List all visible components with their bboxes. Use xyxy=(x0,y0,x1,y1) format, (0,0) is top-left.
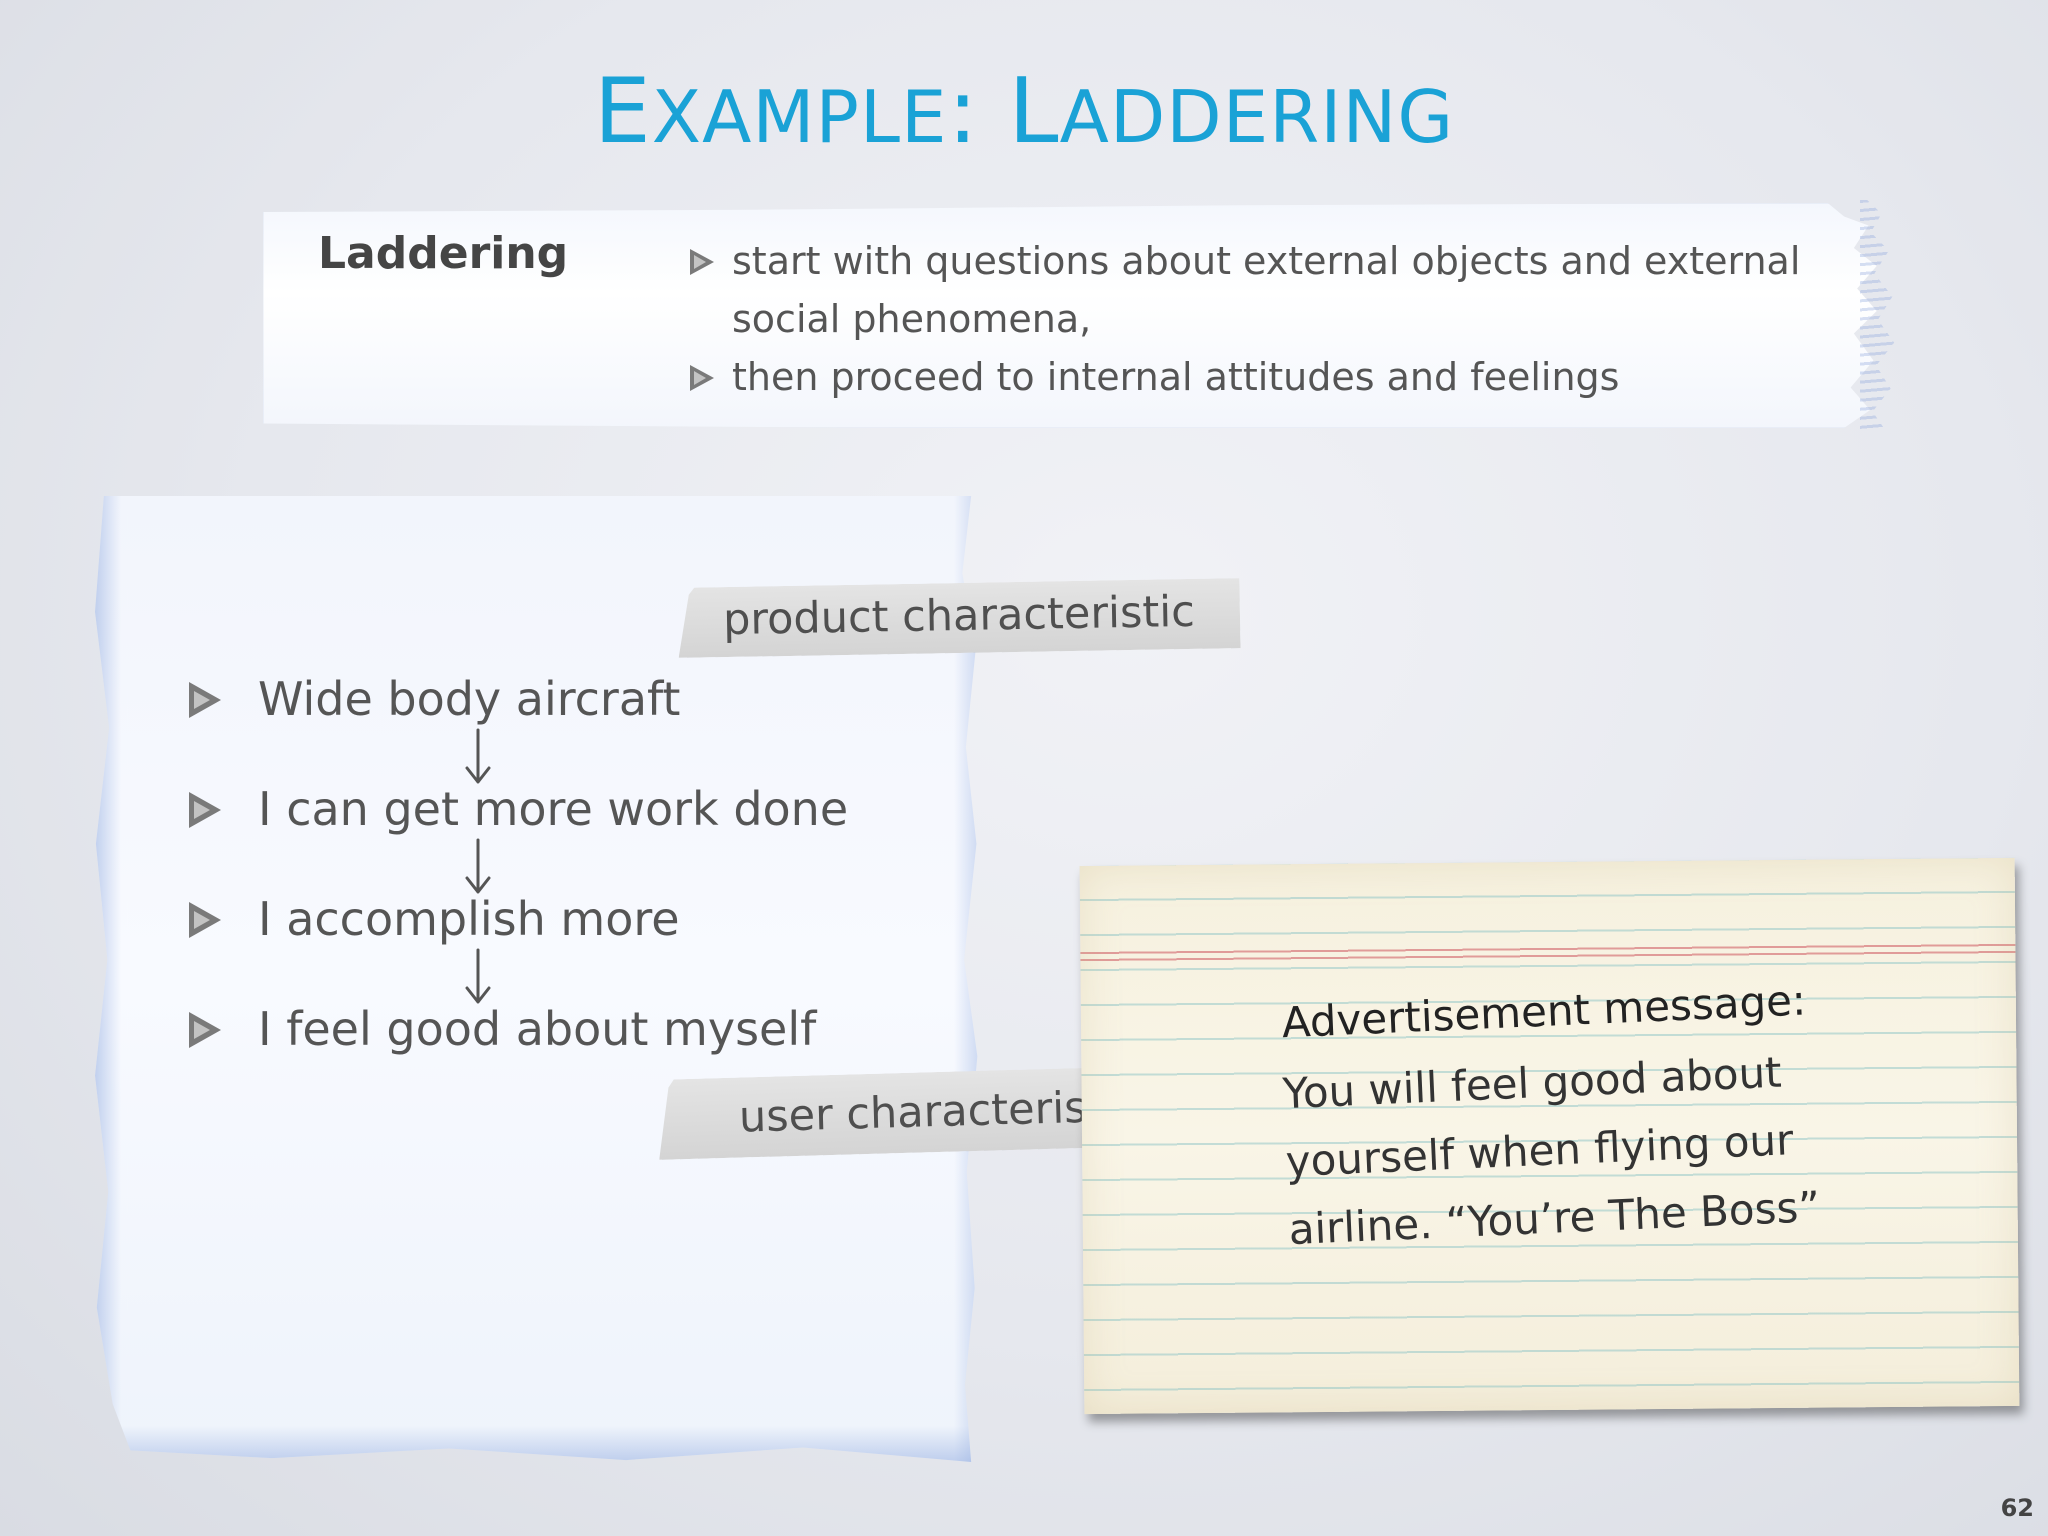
definition-point: start with questions about external obje… xyxy=(686,232,1826,348)
down-arrow-icon xyxy=(465,838,491,894)
definition-strip xyxy=(263,203,1877,428)
ladder-item-text: I accomplish more xyxy=(258,892,680,946)
triangle-bullet-icon xyxy=(690,365,714,391)
definition-point-text: then proceed to internal attitudes and f… xyxy=(732,355,1620,399)
title-separator: : xyxy=(947,59,1009,164)
triangle-bullet-icon xyxy=(189,902,221,938)
card-body: You will feel good about yourself when f… xyxy=(1281,1047,1822,1255)
triangle-bullet-icon xyxy=(690,249,714,275)
triangle-bullet-icon xyxy=(189,792,221,828)
definition-point-text: start with questions about external obje… xyxy=(732,239,1801,341)
ladder-item-text: I can get more work done xyxy=(258,782,849,836)
ladder-item-text: Wide body aircraft xyxy=(258,672,681,726)
card-heading: Advertisement message: xyxy=(1280,975,1808,1048)
ladder-item: I can get more work done xyxy=(186,770,849,894)
title-initial-e: E xyxy=(593,59,652,164)
definition-term: Laddering xyxy=(318,228,569,279)
ladder-item: I feel good about myself xyxy=(186,990,848,1100)
index-card: Advertisement message: You will feel goo… xyxy=(1079,857,2020,1415)
ladder-list: Wide body aircraft I can get more work d… xyxy=(186,660,848,1100)
triangle-bullet-icon xyxy=(189,1012,221,1048)
down-arrow-icon xyxy=(465,728,491,784)
down-arrow-icon xyxy=(465,948,491,1004)
title-initial-l: L xyxy=(1008,59,1060,164)
title-rest-xample: XAMPLE xyxy=(651,75,948,159)
definition-points: start with questions about external obje… xyxy=(686,232,1826,406)
slide-title: EXAMPLE: LADDERING xyxy=(0,58,2048,166)
ladder-item-text: I feel good about myself xyxy=(258,1002,817,1056)
ladder-item: I accomplish more xyxy=(186,880,848,1004)
triangle-bullet-icon xyxy=(189,682,221,718)
definition-point: then proceed to internal attitudes and f… xyxy=(686,348,1826,406)
page-number: 62 xyxy=(2000,1494,2034,1522)
product-characteristic-label: product characteristic xyxy=(677,578,1240,658)
ladder-item: Wide body aircraft xyxy=(186,660,848,784)
title-rest-addering: ADDERING xyxy=(1059,75,1455,159)
strip-torn-edge xyxy=(1860,200,1895,430)
